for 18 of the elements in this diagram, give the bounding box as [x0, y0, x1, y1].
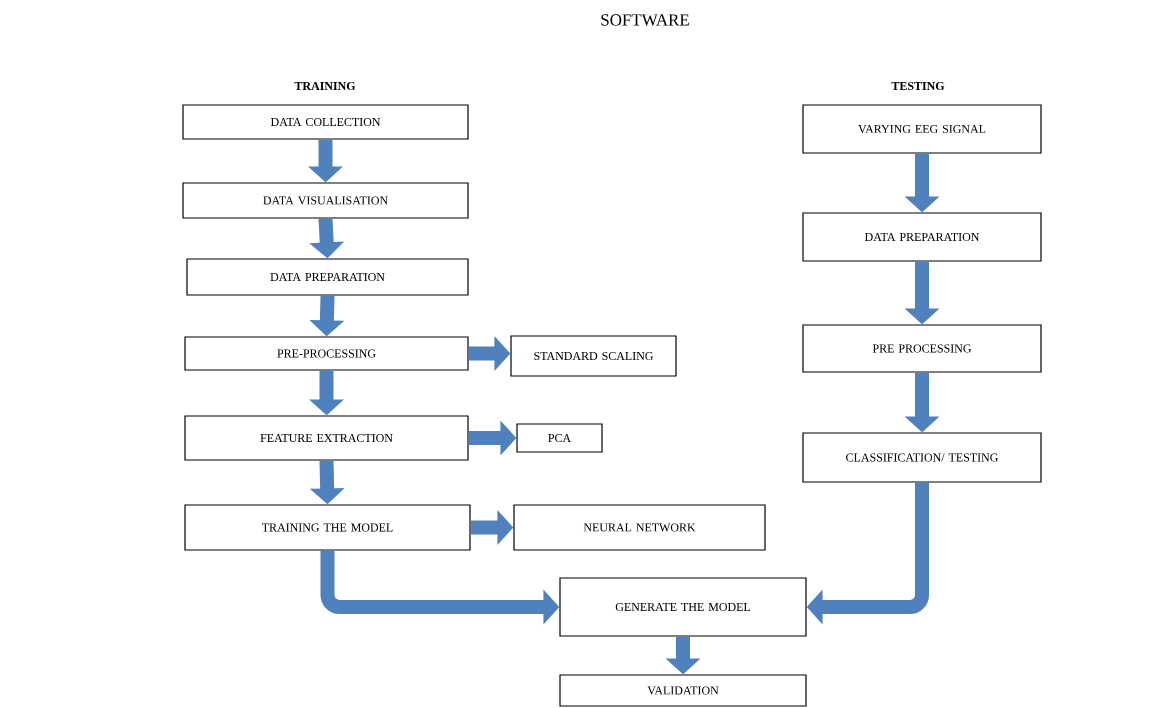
- process-box: DATA PREPARATION: [186, 258, 469, 296]
- process-box: PCA: [516, 423, 603, 453]
- process-box: GENERATE THE MODEL: [559, 577, 807, 637]
- process-box: DATA COLLECTION: [182, 104, 469, 140]
- process-box: DATA PREPARATION: [802, 212, 1042, 262]
- column-heading: TRAINING: [294, 82, 356, 90]
- process-box: VARYING EEG SIGNAL: [802, 104, 1042, 154]
- title: SOFTWARE: [601, 14, 689, 26]
- process-box: DATA VISUALISATION: [182, 182, 469, 219]
- process-box: VALIDATION: [559, 674, 807, 707]
- process-box: STANDARD SCALING: [510, 335, 677, 377]
- column-heading: TESTING: [891, 82, 945, 90]
- process-box: FEATURE EXTRACTION: [184, 415, 469, 461]
- process-box: NEURAL NETWORK: [513, 504, 766, 551]
- process-box: CLASSIFICATION/ TESTING: [802, 432, 1042, 483]
- process-box: PRE PROCESSING: [802, 324, 1042, 373]
- process-box: TRAINING THE MODEL: [184, 504, 471, 551]
- process-box: PRE-PROCESSING: [184, 336, 469, 371]
